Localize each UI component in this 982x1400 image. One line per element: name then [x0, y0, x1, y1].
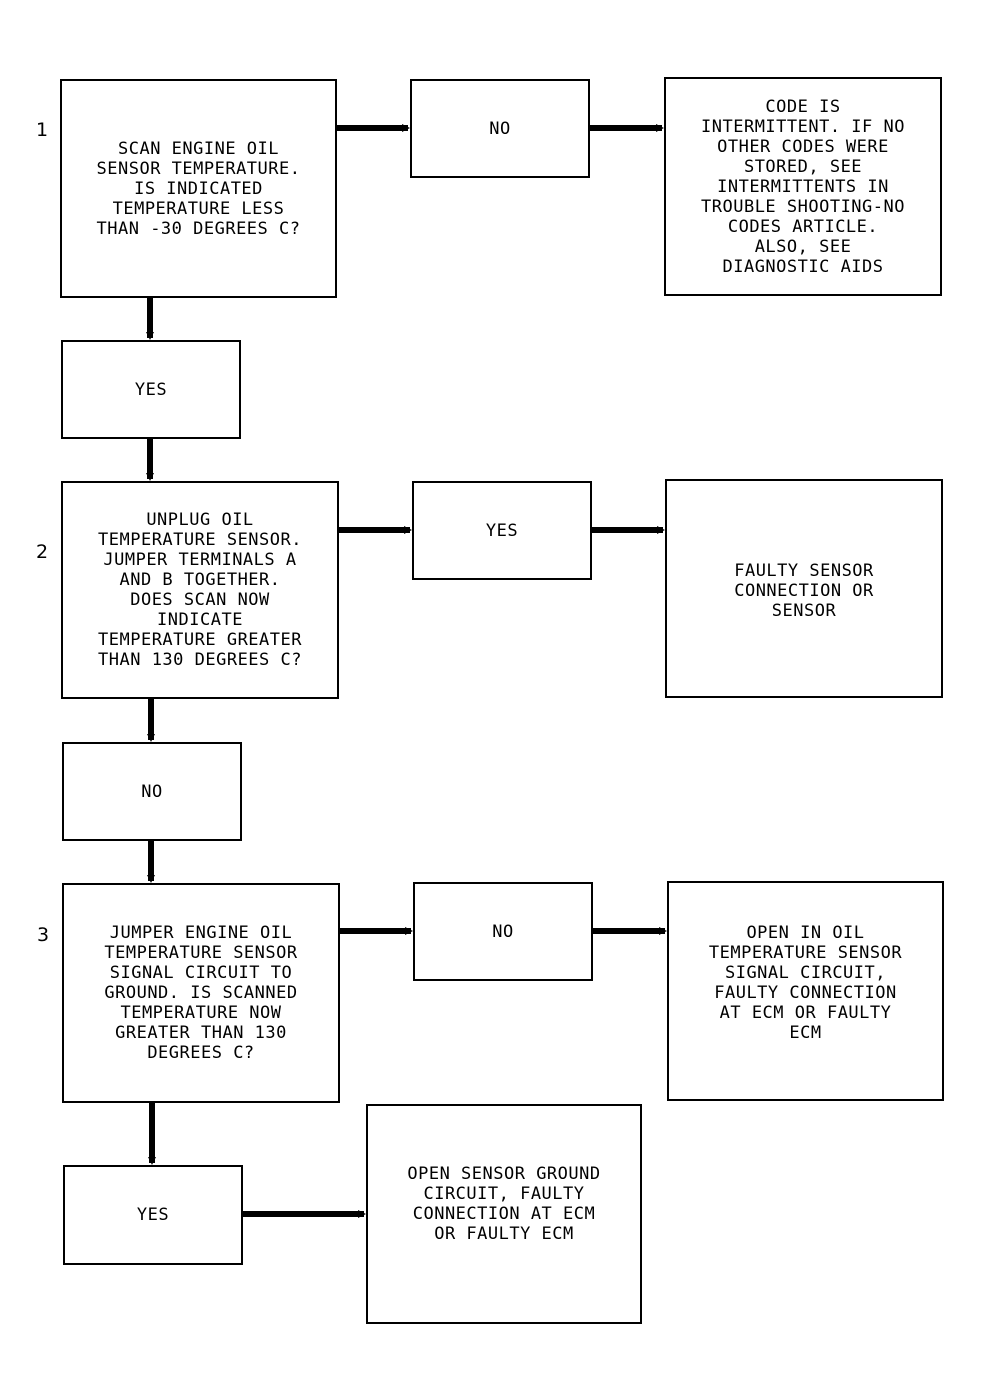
step-3-question-box: JUMPER ENGINE OIL TEMPERATURE SENSOR SIG… — [62, 883, 340, 1103]
step-3-result-box: OPEN IN OIL TEMPERATURE SENSOR SIGNAL CI… — [667, 881, 944, 1101]
step-3-yes-box: YES — [63, 1165, 243, 1265]
step-2-question-box: UNPLUG OIL TEMPERATURE SENSOR. JUMPER TE… — [61, 481, 339, 699]
step-2-result-box: FAULTY SENSOR CONNECTION OR SENSOR — [665, 479, 943, 698]
step-3-number: 3 — [37, 924, 50, 946]
step-2-no-box: NO — [62, 742, 242, 841]
final-result-box: OPEN SENSOR GROUND CIRCUIT, FAULTY CONNE… — [366, 1104, 642, 1324]
step-3-no-box: NO — [413, 882, 593, 981]
step-1-number: 1 — [36, 119, 49, 141]
step-1-result-box: CODE IS INTERMITTENT. IF NO OTHER CODES … — [664, 77, 942, 296]
step-1-yes-box: YES — [61, 340, 241, 439]
step-2-yes-box: YES — [412, 481, 592, 580]
step-2-number: 2 — [36, 541, 49, 563]
step-1-no-box: NO — [410, 79, 590, 178]
step-1-question-box: SCAN ENGINE OIL SENSOR TEMPERATURE. IS I… — [60, 79, 337, 298]
